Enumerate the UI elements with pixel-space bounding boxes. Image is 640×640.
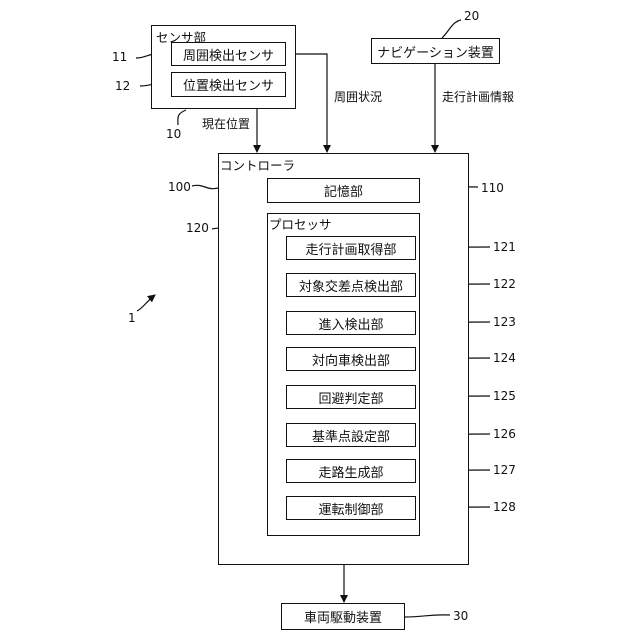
- ref-1: 1: [128, 311, 136, 325]
- module-box-122: 対象交差点検出部: [286, 273, 416, 297]
- ref-120: 120: [186, 221, 209, 235]
- ref-126: 126: [493, 427, 516, 441]
- navigation-box: ナビゲーション装置: [371, 38, 500, 64]
- ref-11: 11: [112, 50, 127, 64]
- ref-10: 10: [166, 127, 181, 141]
- ref-124: 124: [493, 351, 516, 365]
- module-box-127: 走路生成部: [286, 459, 416, 483]
- ref-110: 110: [481, 181, 504, 195]
- controller-title: コントローラ: [220, 155, 295, 174]
- ref-12: 12: [115, 79, 130, 93]
- module-box-128: 運転制御部: [286, 496, 416, 520]
- processor-title: プロセッサ: [269, 214, 332, 233]
- leader-100: [192, 185, 218, 188]
- ref-128: 128: [493, 500, 516, 514]
- label-current-position: 現在位置: [202, 115, 250, 132]
- memory-box: 記憶部: [267, 178, 420, 203]
- label-surrounding-status: 周囲状況: [334, 88, 382, 105]
- surroundings-sensor-box: 周囲検出センサ: [171, 42, 286, 66]
- ref-125: 125: [493, 389, 516, 403]
- label-travel-plan-info: 走行計画情報: [442, 88, 514, 105]
- module-box-126: 基準点設定部: [286, 423, 416, 447]
- ref-100: 100: [168, 180, 191, 194]
- ref-30: 30: [453, 609, 468, 623]
- module-box-125: 回避判定部: [286, 385, 416, 409]
- leader-10: [178, 110, 186, 125]
- ref-122: 122: [493, 277, 516, 291]
- module-box-124: 対向車検出部: [286, 347, 416, 371]
- ref-20: 20: [464, 9, 479, 23]
- vehicle-drive-box: 車両駆動装置: [281, 603, 405, 630]
- module-box-121: 走行計画取得部: [286, 236, 416, 260]
- position-sensor-box: 位置検出センサ: [171, 72, 286, 97]
- module-box-123: 進入検出部: [286, 311, 416, 335]
- ref-127: 127: [493, 463, 516, 477]
- processor-box: [267, 213, 420, 536]
- leader-1: [137, 295, 155, 311]
- leader-20: [442, 20, 461, 38]
- ref-123: 123: [493, 315, 516, 329]
- ref-121: 121: [493, 240, 516, 254]
- leader-30: [405, 615, 450, 617]
